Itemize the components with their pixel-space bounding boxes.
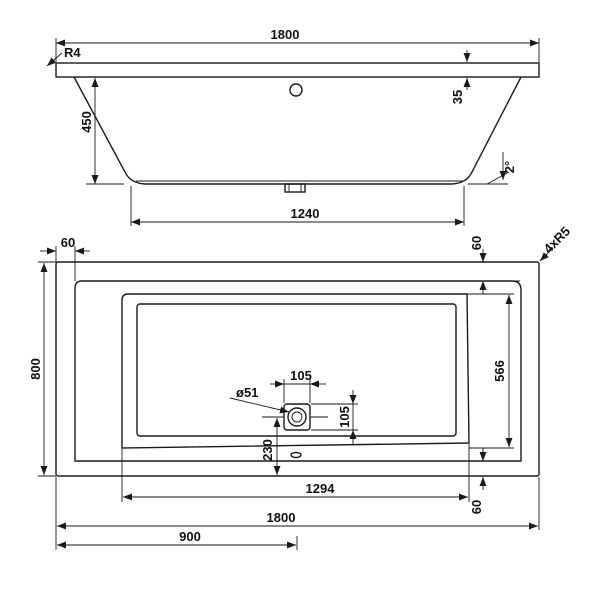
half-length-label: 900 — [179, 529, 201, 544]
width-label: 800 — [28, 358, 43, 380]
slope-angle-line — [486, 171, 510, 185]
side-overall-length-label: 1800 — [271, 27, 300, 42]
overflow-hole — [289, 83, 303, 97]
drain-circle-inner — [291, 411, 303, 423]
drain-diameter-label: ø51 — [236, 385, 258, 400]
top-outer-rim — [55, 261, 540, 477]
dim-line-d51 — [229, 397, 290, 414]
side-rim — [55, 62, 540, 78]
dim-line-r4 — [46, 52, 63, 67]
inner-length-label: 1294 — [306, 481, 336, 496]
drain-width-label: 105 — [290, 368, 312, 383]
edge-radius-label: R4 — [64, 45, 81, 60]
top-view: 4xR5 60 60 566 800 ø51 105 — [28, 224, 573, 550]
depth-label: 450 — [79, 111, 94, 133]
drain-height-label: 105 — [337, 406, 352, 428]
top-floor — [136, 303, 457, 437]
side-view: 1800 R4 35 450 2° 1240 — [46, 27, 540, 226]
rim-top-label: 60 — [469, 236, 484, 250]
inner-width-label: 566 — [492, 360, 507, 382]
drain-circle-outer — [287, 407, 307, 427]
rim-bottom-label: 60 — [469, 500, 484, 514]
rim-thickness-label: 35 — [450, 90, 465, 104]
dim-line-r5 — [539, 247, 554, 262]
top-bowl-edge — [74, 280, 522, 462]
drain-offset-label: 230 — [260, 439, 275, 461]
slope-label: 2° — [502, 161, 517, 173]
bottom-length-label: 1240 — [291, 206, 320, 221]
top-overflow — [290, 451, 302, 459]
top-inner-platform — [121, 293, 470, 449]
corner-radius-label: 4xR5 — [541, 224, 574, 257]
rim-left-label: 60 — [61, 235, 75, 250]
side-drain-fitting — [284, 183, 306, 193]
top-overall-length-label: 1800 — [267, 510, 296, 525]
